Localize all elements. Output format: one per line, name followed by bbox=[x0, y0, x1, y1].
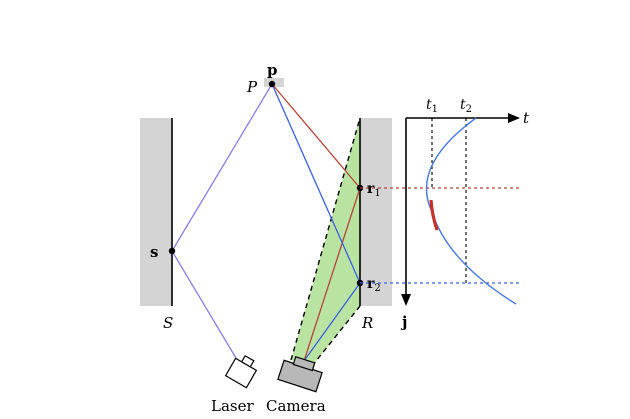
label-r1-sub: 1 bbox=[374, 188, 380, 199]
label-axis-t: t bbox=[523, 109, 530, 127]
label-t1-base: t bbox=[426, 97, 432, 113]
label-r1-base: r bbox=[367, 181, 375, 197]
label-surface-S: S bbox=[163, 314, 173, 332]
fov-right-edge bbox=[311, 305, 361, 367]
label-r2-base: r bbox=[367, 276, 375, 292]
label-tick-t1: t1 bbox=[426, 97, 438, 115]
laser-device-icon bbox=[224, 354, 258, 389]
point-p-dot bbox=[268, 80, 276, 88]
point-s-dot bbox=[168, 247, 176, 255]
axis-j-arrowhead bbox=[401, 294, 411, 306]
label-tick-t2: t2 bbox=[460, 97, 472, 115]
wall-S-fill bbox=[140, 118, 172, 306]
highlighted-curve-segment bbox=[429, 199, 439, 231]
r2-to-camera-path bbox=[303, 282, 361, 362]
label-patch-P: P bbox=[246, 78, 258, 96]
camera-field-of-view bbox=[291, 118, 360, 366]
label-axis-j: j bbox=[400, 313, 407, 331]
label-point-p: p bbox=[267, 61, 278, 79]
s-to-p-path bbox=[171, 83, 273, 252]
label-t2-base: t bbox=[460, 97, 466, 113]
label-t2-sub: 2 bbox=[466, 104, 472, 115]
arrival-time-curve bbox=[425, 117, 517, 305]
p-to-r2-path bbox=[271, 83, 361, 284]
r1-to-camera-path bbox=[303, 187, 361, 362]
camera-device-icon bbox=[277, 355, 323, 393]
label-point-r2: r2 bbox=[367, 276, 381, 294]
label-camera: Camera bbox=[266, 397, 326, 415]
axis-t-arrowhead bbox=[508, 113, 520, 123]
wall-R-fill bbox=[360, 118, 392, 306]
laser-to-s-path bbox=[171, 250, 237, 359]
fov-left-edge bbox=[290, 117, 361, 361]
label-point-s: s bbox=[150, 243, 158, 261]
label-t1-sub: 1 bbox=[432, 104, 438, 115]
label-surface-R: R bbox=[361, 314, 373, 332]
label-r2-sub: 2 bbox=[374, 283, 380, 294]
label-point-r1: r1 bbox=[367, 181, 381, 199]
p-to-r1-path bbox=[271, 83, 361, 189]
label-laser: Laser bbox=[211, 397, 254, 415]
